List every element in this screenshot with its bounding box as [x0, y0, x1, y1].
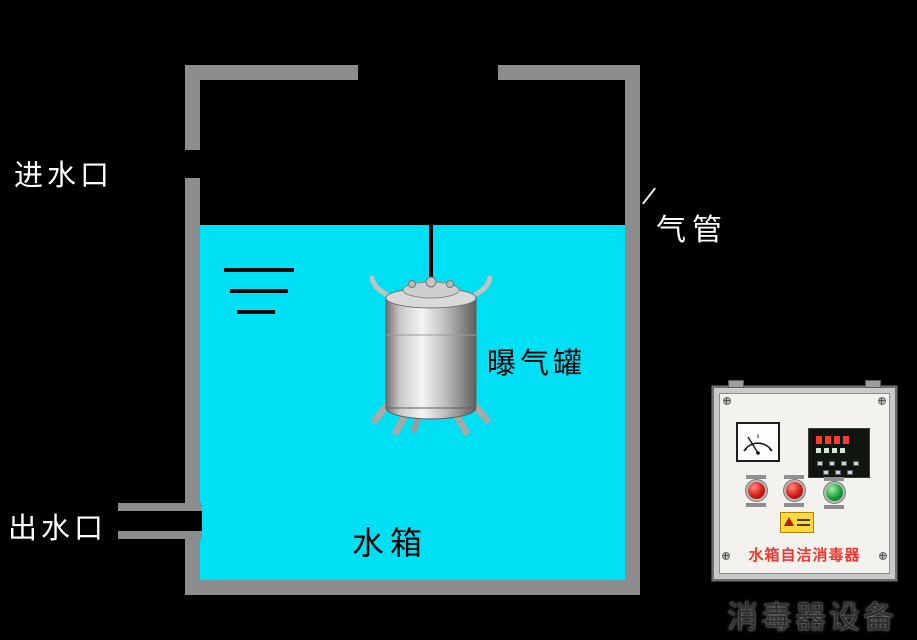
- display-digits-red: [816, 436, 852, 444]
- screw-icon: [722, 552, 730, 560]
- display-key: [829, 461, 835, 466]
- button-label-strip: [784, 503, 804, 507]
- tank-wall-top-left: [185, 65, 358, 80]
- display-key: [817, 461, 823, 466]
- air-pipe-leader-line: [642, 187, 656, 205]
- screw-icon: [879, 552, 887, 560]
- tank-wall-top-right: [498, 65, 640, 80]
- digital-display: [808, 428, 870, 478]
- red-button-2: [786, 482, 803, 499]
- screw-icon: [878, 397, 886, 405]
- display-key: [841, 461, 847, 466]
- analog-gauge-icon: [736, 422, 780, 462]
- control-cabinet: 水箱自洁消毒器: [712, 380, 897, 581]
- water-level-mark: [237, 310, 275, 314]
- warning-text-line: [797, 519, 810, 521]
- button-label-strip: [746, 475, 766, 479]
- display-key: [853, 461, 859, 466]
- inlet-label: 进水口: [14, 158, 114, 192]
- button-label-strip: [784, 475, 804, 479]
- cabinet-panel: 水箱自洁消毒器: [719, 393, 890, 574]
- tank-wall-right: [625, 65, 640, 595]
- display-digits-green: [816, 448, 846, 453]
- aeration-vessel-label: 曝气罐: [487, 346, 587, 380]
- button-label-strip: [824, 505, 844, 509]
- display-key: [847, 470, 853, 475]
- display-key: [823, 470, 829, 475]
- tank-wall-bottom: [185, 580, 640, 595]
- display-key: [835, 470, 841, 475]
- aeration-vessel: [369, 275, 493, 436]
- green-button: [826, 484, 843, 501]
- tank-wall-left-lower: [185, 178, 200, 595]
- water-level-mark: [230, 289, 288, 293]
- warning-triangle-icon: [784, 517, 794, 526]
- tank-label: 水箱: [352, 524, 429, 562]
- warning-text-line: [797, 524, 810, 526]
- tank-wall-left-upper: [185, 65, 200, 150]
- warning-sticker: [780, 512, 814, 533]
- device-caption: 消毒器设备: [727, 600, 897, 636]
- air-drop-pipe: [429, 80, 433, 282]
- outlet-pipe: [118, 503, 202, 539]
- air-pipe-label: 气管: [656, 213, 728, 248]
- button-label-strip: [746, 503, 766, 507]
- outlet-label: 出水口: [8, 511, 108, 545]
- mounting-tab: [865, 380, 881, 388]
- red-button-1: [748, 482, 765, 499]
- button-label-strip: [824, 477, 844, 481]
- cabinet-brand-text: 水箱自洁消毒器: [748, 546, 861, 564]
- mounting-tab: [728, 380, 744, 388]
- screw-icon: [723, 397, 731, 405]
- water-level-mark: [224, 268, 294, 272]
